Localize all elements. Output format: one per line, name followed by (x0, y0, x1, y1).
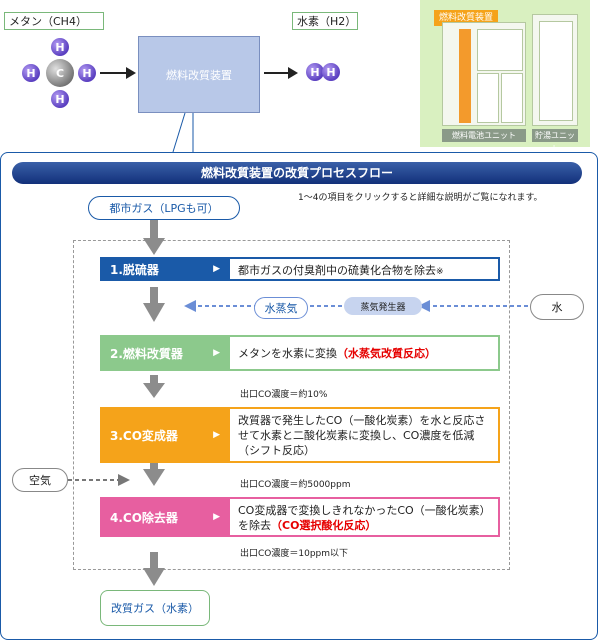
step-2-label: 2.燃料改質器 (110, 346, 183, 361)
water-label: 水 (530, 294, 584, 320)
step-1-description: 都市ガスの付臭剤中の硫黄化合物を除去※ (230, 257, 500, 281)
step-4-button[interactable]: 4.CO除去器 ▶ (100, 497, 230, 537)
step-2-text: メタンを水素に変換 (238, 346, 337, 360)
step-arrow-icon: ▶ (213, 512, 220, 522)
arrow-to-reformer-icon (100, 67, 136, 79)
step-3-button[interactable]: 3.CO変成器 ▶ (100, 407, 230, 463)
step-1-text: 都市ガスの付臭剤中の硫黄化合物を除去 (238, 264, 436, 277)
step-1-button[interactable]: 1.脱硫器 ▶ (100, 257, 230, 281)
step-4-row[interactable]: 4.CO除去器 ▶ CO変成器で変換しきれなかったCO（一酸化炭素）を除去（CO… (100, 497, 500, 537)
hydrogen-atom-icon: H (322, 63, 340, 81)
step-3-text: 改質器で発生したCO（一酸化炭素）を水と反応させて水素と二酸化炭素に変換し、CO… (238, 414, 486, 457)
steam-generator-label: 蒸気発生器 (344, 297, 422, 315)
step-2-description: メタンを水素に変換（水蒸気改質反応） (230, 335, 500, 371)
step-4-reaction: （CO選択酸化反応） (271, 519, 377, 532)
unit-panel[interactable]: 燃料改質装置 燃料電池ユニット 貯湯ユニット (420, 0, 590, 153)
arrow-to-hydrogen-icon (264, 67, 298, 79)
cabinet-panel (539, 21, 573, 121)
step-arrow-icon: ▶ (213, 430, 220, 440)
callout-lines (172, 112, 194, 153)
co-note-3: 出口CO濃度＝10ppm以下 (240, 549, 349, 559)
footnote-mark: ※ (436, 267, 444, 277)
reformer-label: 燃料改質装置 (166, 68, 232, 82)
step-1-row[interactable]: 1.脱硫器 ▶ 都市ガスの付臭剤中の硫黄化合物を除去※ (100, 257, 500, 281)
hydrogen-molecule: H H (306, 63, 346, 83)
step-2-button[interactable]: 2.燃料改質器 ▶ (100, 335, 230, 371)
step-arrow-icon: ▶ (213, 348, 220, 358)
flow-hint: 1～4の項目をクリックすると詳細な説明がご覧になれます。 (298, 193, 543, 203)
step-3-description: 改質器で発生したCO（一酸化炭素）を水と反応させて水素と二酸化炭素に変換し、CO… (230, 407, 500, 463)
co-note-1: 出口CO濃度＝約10% (240, 390, 328, 400)
hydrogen-label: 水素（H2） (292, 12, 358, 30)
process-frame (73, 240, 510, 570)
step-4-description: CO変成器で変換しきれなかったCO（一酸化炭素）を除去（CO選択酸化反応） (230, 497, 500, 537)
flow-panel (0, 152, 598, 640)
carbon-atom-icon: C (46, 59, 74, 87)
cabinet-panel (477, 73, 499, 123)
hydrogen-atom-icon: H (306, 63, 324, 81)
step-2-row[interactable]: 2.燃料改質器 ▶ メタンを水素に変換（水蒸気改質反応） (100, 335, 500, 371)
co-note-2: 出口CO濃度＝約5000ppm (240, 480, 351, 490)
step-2-reaction: （水蒸気改質反応） (337, 346, 436, 360)
methane-label: メタン（CH4） (4, 12, 104, 30)
fuel-cell-unit-illustration (442, 22, 526, 126)
step-arrow-icon: ▶ (213, 264, 220, 274)
air-label: 空気 (12, 468, 68, 492)
hydrogen-atom-icon: H (51, 38, 69, 56)
input-city-gas: 都市ガス（LPGも可） (88, 196, 240, 220)
hydrogen-atom-icon: H (78, 64, 96, 82)
storage-unit-illustration (532, 14, 578, 126)
storage-unit-label: 貯湯ユニット (532, 129, 578, 153)
step-4-label: 4.CO除去器 (110, 510, 178, 525)
step-3-row[interactable]: 3.CO変成器 ▶ 改質器で発生したCO（一酸化炭素）を水と反応させて水素と二酸… (100, 407, 500, 463)
cabinet-panel (501, 73, 523, 123)
reformer-box: 燃料改質装置 (138, 36, 260, 113)
cabinet-panel (477, 29, 523, 71)
step-3-label: 3.CO変成器 (110, 428, 178, 443)
step-1-label: 1.脱硫器 (110, 262, 159, 277)
fuel-cell-unit-label: 燃料電池ユニット (442, 129, 526, 142)
hydrogen-atom-icon: H (51, 90, 69, 108)
hydrogen-atom-icon: H (22, 64, 40, 82)
methane-molecule: H H C H H (20, 38, 100, 110)
reformer-column (459, 29, 471, 123)
output-reformed-gas: 改質ガス（水素） (100, 590, 210, 626)
steam-label: 水蒸気 (254, 297, 308, 319)
flow-title-bar: 燃料改質装置の改質プロセスフロー (12, 162, 582, 184)
step-4-text: CO変成器で変換しきれなかったCO（一酸化炭素）を除去 (238, 504, 486, 532)
